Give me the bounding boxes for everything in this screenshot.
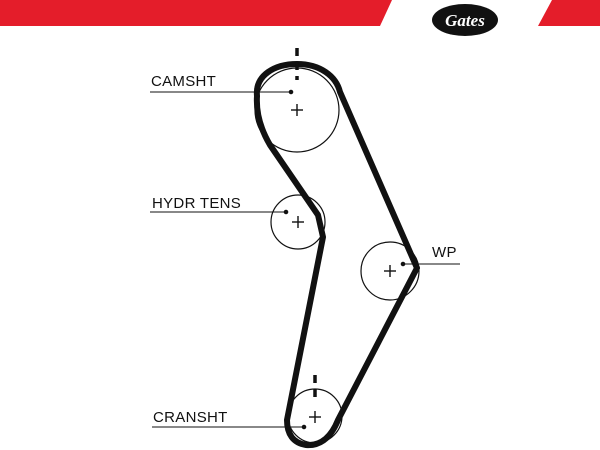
water-pump-label: WP — [432, 244, 457, 261]
crankshaft-leader-dot — [301, 424, 307, 430]
crankshaft-center-mark — [309, 411, 321, 423]
tensioner-center-mark — [292, 216, 304, 228]
tensioner-leader-dot — [283, 209, 289, 215]
timing-belt — [253, 61, 420, 449]
tensioner-label: HYDR TENS — [152, 195, 241, 212]
camshaft-label: CAMSHT — [151, 73, 216, 90]
water-pump-leader-dot — [400, 261, 406, 267]
gates-logo-oval — [432, 4, 498, 36]
crankshaft-label: CRANSHT — [153, 409, 228, 426]
camshaft-center-mark — [291, 104, 303, 116]
water-pump-pulley — [360, 241, 420, 301]
water-pump-center-mark — [384, 265, 396, 277]
tensioner-pulley — [270, 194, 326, 250]
header-red-band-left — [0, 0, 392, 26]
gates-logo: Gates — [432, 4, 498, 36]
camshaft-leader-dot — [288, 89, 294, 95]
gates-logo-text: Gates — [445, 11, 485, 30]
header-red-band-right — [538, 0, 600, 26]
